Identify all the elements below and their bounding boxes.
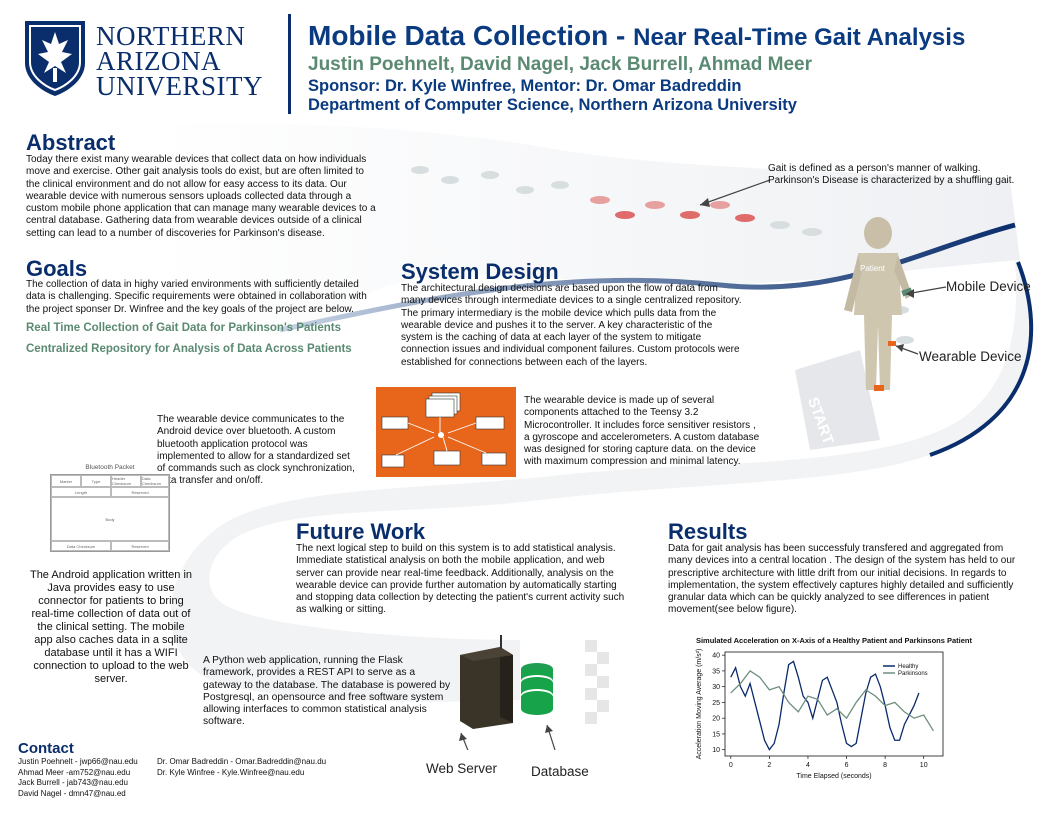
university-line-1: NORTHERN: [96, 21, 246, 51]
y-tick-label: 40: [712, 653, 720, 660]
packet-cell: Data Checksum: [141, 475, 169, 487]
title-part-1: Mobile Data Collection -: [308, 20, 634, 51]
results-heading: Results: [668, 519, 748, 544]
goals-text: The collection of data in highy varied e…: [26, 279, 367, 315]
title-part-2: Near Real-Time Gait Analysis: [633, 24, 966, 51]
y-axis-label: Acceleration Moving Average (m/s²): [696, 649, 703, 760]
x-axis-label: Time Elapsed (seconds): [796, 773, 871, 780]
device-pointer-arrows: [895, 286, 947, 355]
mobile-device-label: Mobile Device: [946, 279, 1031, 294]
packet-cell: Length: [51, 487, 111, 497]
gait-arrow: [699, 179, 771, 206]
y-tick-label: 10: [712, 747, 720, 754]
wearable-architecture-diagram: [376, 387, 516, 477]
wearable-text: The wearable device is made up of severa…: [524, 395, 760, 468]
y-tick-label: 25: [712, 700, 720, 707]
packet-cell: Body: [51, 497, 169, 541]
goal-item-2: Centralized Repository for Analysis of D…: [26, 343, 352, 355]
x-tick-label: 4: [806, 762, 810, 769]
x-tick-label: 8: [883, 762, 887, 769]
gait-note: Gait is defined as a person's manner of …: [768, 163, 1015, 187]
chart-title: Simulated Acceleration on X-Axis of a He…: [695, 636, 973, 645]
contact-item: Ahmad Meer -am752@nau.edu: [18, 767, 131, 777]
road-edge-right: [929, 261, 1034, 457]
university-line-3: UNIVERSITY: [96, 71, 263, 101]
abstract-text: Today there exist many wearable devices …: [26, 154, 376, 239]
y-tick-label: 35: [712, 668, 720, 675]
web-server-label: Web Server: [426, 761, 498, 776]
university-line-2: ARIZONA: [96, 46, 221, 76]
contact-item: Dr. Kyle Winfree - Kyle.Winfree@nau.edu: [157, 767, 305, 777]
packet-cell: Reserved: [111, 487, 169, 497]
contact-item: Dr. Omar Badreddin - Omar.Badreddin@nau.…: [157, 757, 327, 766]
legend-label: Parkinsons: [898, 671, 928, 677]
legend-label: Healthy: [898, 664, 918, 670]
y-tick-label: 20: [712, 716, 720, 723]
future-work-text: The next logical step to build on this s…: [296, 543, 625, 616]
wearable-device-label: Wearable Device: [919, 349, 1022, 364]
department-line: Department of Computer Science, Northern…: [308, 96, 797, 114]
nau-shield-logo: [25, 21, 85, 96]
road-edge-upper: [279, 222, 1016, 333]
packet-cell: Data Checksum: [51, 541, 111, 551]
checker-pattern: [585, 640, 609, 724]
packet-cell: Type: [81, 475, 111, 487]
android-text: The Android application written in Java …: [29, 569, 193, 685]
packet-cell: Header Checksum: [111, 475, 141, 487]
x-tick-label: 0: [729, 762, 733, 769]
packet-cell: Reserved: [111, 541, 169, 551]
y-tick-label: 15: [712, 731, 720, 738]
contact-item: Jack Burrell - jab743@nau.edu: [18, 778, 128, 787]
start-band: [795, 350, 880, 450]
bluetooth-packet-title: Bluetooth Packet: [85, 464, 135, 471]
contact-heading: Contact: [18, 740, 74, 757]
x-tick-label: 6: [845, 762, 849, 769]
contact-list-faculty: Dr. Omar Badreddin - Omar.Badreddin@nau.…: [157, 757, 326, 778]
contact-item: David Nagel - dmn47@nau.ed: [18, 788, 126, 798]
contact-list-students: Justin Poehnelt - jwp66@nau.edu Ahmad Me…: [18, 757, 138, 799]
authors: Justin Poehnelt, David Nagel, Jack Burre…: [308, 54, 813, 75]
plot-frame: [724, 651, 944, 757]
system-design-text: The architectural design decisions are b…: [401, 283, 742, 368]
results-text: Data for gait analysis has been successf…: [668, 543, 1016, 616]
header-divider: [288, 14, 291, 114]
poster-title: Mobile Data Collection - Near Real-Time …: [308, 20, 965, 52]
packet-cell: Marker: [51, 475, 81, 487]
patient-figure: Patient: [844, 217, 913, 391]
goal-item-1: Real Time Collection of Gait Data for Pa…: [26, 322, 342, 334]
goals-heading: Goals: [26, 256, 88, 281]
y-tick-label: 30: [712, 684, 720, 691]
series-line-parkinsons: [730, 670, 934, 732]
database-label: Database: [531, 764, 589, 779]
abstract-heading: Abstract: [26, 130, 116, 155]
bluetooth-packet-table: Marker Type Header Checksum Data Checksu…: [50, 474, 170, 552]
x-tick-label: 10: [920, 762, 928, 769]
server-database-illustration: [459, 635, 556, 750]
python-text: A Python web application, running the Fl…: [203, 655, 451, 728]
contact-item: Justin Poehnelt - jwp66@nau.edu: [18, 757, 138, 766]
bluetooth-text: The wearable device communicates to the …: [157, 414, 355, 487]
university-name: NORTHERN ARIZONA UNIVERSITY: [96, 21, 263, 101]
future-work-heading: Future Work: [296, 519, 426, 544]
x-tick-label: 2: [767, 762, 771, 769]
system-design-heading: System Design: [401, 259, 559, 284]
series-line-healthy: [730, 660, 920, 751]
sponsor-line: Sponsor: Dr. Kyle Winfree, Mentor: Dr. O…: [308, 77, 742, 95]
patient-label: Patient: [860, 264, 886, 273]
